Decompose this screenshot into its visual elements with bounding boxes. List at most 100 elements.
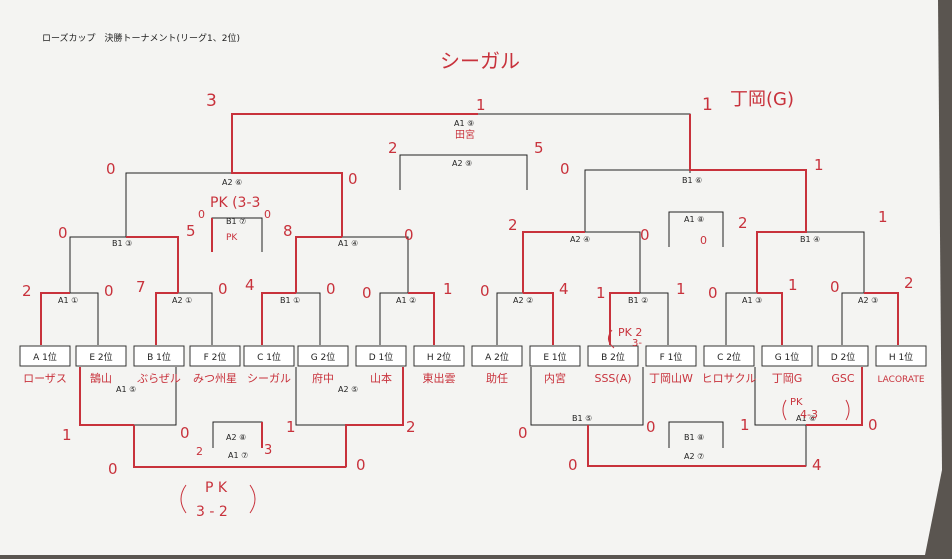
- rose-note: 田宮: [455, 128, 475, 141]
- team-name: 鵠山: [90, 371, 112, 385]
- match-label: A2 ⑥: [222, 178, 242, 187]
- team-slot-box: [19, 345, 71, 367]
- team-slot-box: [75, 345, 127, 367]
- team-name: 助任: [486, 371, 508, 385]
- score: 0: [198, 208, 205, 221]
- match-label: A1 ④: [338, 239, 358, 248]
- score: 7: [136, 278, 146, 296]
- team-slot-label: E 2位: [89, 351, 112, 363]
- match-label: A2 ②: [513, 296, 533, 305]
- team-slot-box: [471, 345, 523, 367]
- team-name: SSS(A): [594, 372, 631, 385]
- pk-score-far-right: 4-3: [800, 408, 818, 421]
- team-slot-label: D 1位: [369, 351, 394, 363]
- team-slot-label: B 2位: [601, 351, 625, 363]
- score: 0: [106, 160, 116, 178]
- scores: 2 0 7 0 4 0 0 1 0 4 1 1 0 1 0 2 0 5 8 0 …: [22, 91, 914, 478]
- team-slot-box: [529, 345, 581, 367]
- team-slot-box: [355, 345, 407, 367]
- team-slot-label: F 1位: [660, 351, 683, 363]
- score: 2: [196, 445, 203, 458]
- score: 0: [708, 284, 718, 302]
- score: 1: [788, 276, 798, 294]
- pk-note: PK (3-3: [210, 195, 260, 211]
- score: 0: [640, 226, 650, 244]
- score: 1: [676, 280, 686, 298]
- team-slot-box: [703, 345, 755, 367]
- team-name: ヒロサクル: [702, 372, 757, 385]
- team-name: 丁岡G: [772, 372, 803, 385]
- match-labels: A1 ① A2 ① B1 ① A1 ② A2 ② B1 ② A1 ③ A2 ③ …: [58, 119, 878, 461]
- team-slot-box: [189, 345, 241, 367]
- winner-traces: [40, 113, 899, 468]
- score: 0: [180, 424, 190, 442]
- team-slot-label: A 1位: [33, 351, 57, 363]
- pk-note-far-right: PK: [790, 397, 803, 408]
- pk-note-small: PK: [226, 233, 238, 243]
- team-slot-label: G 2位: [311, 351, 336, 363]
- score: 4: [245, 276, 255, 294]
- team-slot-label: C 2位: [717, 351, 741, 363]
- match-label: A2 ④: [570, 235, 590, 244]
- team-name: GSC: [831, 372, 855, 385]
- match-label: A1 ⑦: [228, 451, 248, 460]
- score: 0: [218, 280, 228, 298]
- score: 0: [700, 234, 707, 247]
- pk-note-bottom: P K: [205, 480, 228, 496]
- score: 0: [518, 424, 528, 442]
- handwritten-annotations: シーガル 丁岡(G) PK (3-3 PK 田宮 P K 3 - 2 PK 2 …: [22, 49, 914, 520]
- team-name: 内宮: [544, 371, 566, 385]
- score: 2: [508, 216, 518, 234]
- score: 4: [812, 456, 822, 474]
- team-slot-label: H 2位: [427, 351, 451, 363]
- match-label: A1 ⑥: [796, 414, 816, 423]
- score: 1: [596, 284, 606, 302]
- team-name: LACORATE: [877, 375, 924, 385]
- score: 2: [738, 214, 748, 232]
- team-name: みつ州星: [193, 372, 237, 385]
- score: 1: [814, 156, 824, 174]
- match-label: A1 ①: [58, 296, 78, 305]
- score: 0: [868, 416, 878, 434]
- pk-note-right: PK 2: [618, 326, 642, 339]
- pk-score-right: 3-: [632, 338, 642, 349]
- match-label: B1 ⑧: [684, 433, 704, 442]
- match-label: A1 ⑤: [116, 385, 136, 394]
- score: 2: [388, 139, 398, 157]
- match-label: A2 ①: [172, 296, 192, 305]
- team-name: 丁岡山W: [649, 372, 693, 385]
- score: 0: [560, 160, 570, 178]
- team-name: 府中: [312, 371, 334, 385]
- pk-score-bottom: 3 - 2: [196, 504, 228, 520]
- team-slot-label: B 1位: [147, 351, 171, 363]
- score: 0: [404, 226, 414, 244]
- score: 0: [326, 280, 336, 298]
- score: 0: [348, 170, 358, 188]
- match-label: A1 ⑨: [454, 119, 474, 128]
- score: 2: [22, 282, 32, 300]
- score: 0: [646, 418, 656, 436]
- score: 1: [878, 208, 888, 226]
- team-slot-label: C 1位: [257, 351, 281, 363]
- match-label: B1 ③: [112, 239, 132, 248]
- score: 0: [830, 278, 840, 296]
- team-slot-box: [817, 345, 869, 367]
- team-slot-box: [645, 345, 697, 367]
- team-slot-box: [297, 345, 349, 367]
- match-label: A2 ⑤: [338, 385, 358, 394]
- score: 0: [356, 456, 366, 474]
- score: 8: [283, 222, 293, 240]
- match-label: B1 ⑥: [682, 176, 702, 185]
- match-label: A2 ⑦: [684, 452, 704, 461]
- score: 4: [559, 280, 569, 298]
- score: 0: [362, 284, 372, 302]
- score: 0: [480, 282, 490, 300]
- team-name: 東出雲: [423, 371, 456, 385]
- match-label: B1 ⑤: [572, 414, 592, 423]
- page-title: ローズカップ 決勝トーナメント(リーグ1、2位): [42, 32, 240, 44]
- team-name: 山本: [370, 371, 392, 385]
- match-label: A1 ③: [742, 296, 762, 305]
- team-name: ぶらぜル: [137, 372, 181, 385]
